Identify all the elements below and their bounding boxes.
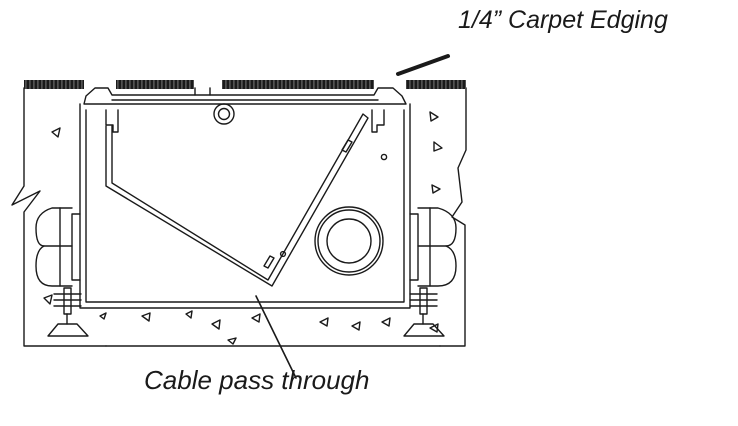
divider-plate — [105, 113, 369, 287]
knockout-inner — [326, 218, 372, 264]
divider-hinge-lower — [263, 255, 275, 269]
screw-hole — [279, 250, 287, 258]
leveling-leg-right — [403, 287, 445, 337]
screw-hole — [380, 153, 388, 161]
bracket-left — [105, 109, 119, 133]
carpet-edging-label: 1/4” Carpet Edging — [458, 6, 668, 34]
concrete-aggregate — [43, 111, 443, 345]
conduit-connector-left — [35, 207, 81, 287]
concrete-slab-right — [439, 87, 467, 347]
box-outer-wall — [79, 103, 411, 309]
leader-line-edging — [396, 54, 450, 76]
leader-line-cable — [255, 295, 297, 379]
bracket-right — [371, 109, 385, 133]
concrete-slab-left — [11, 87, 107, 347]
divider-hinge-upper — [341, 139, 353, 153]
cable-pass-label: Cable pass through — [144, 365, 370, 395]
cover-notch — [194, 87, 211, 96]
knockout-outer — [314, 206, 384, 276]
ground-screw-icon — [213, 103, 235, 125]
box-inner-wall — [85, 109, 405, 303]
conduit-connector-right — [409, 207, 457, 287]
leveling-leg-left — [47, 287, 89, 337]
top-trim-ring — [83, 87, 407, 105]
carpet-edging — [24, 80, 466, 89]
